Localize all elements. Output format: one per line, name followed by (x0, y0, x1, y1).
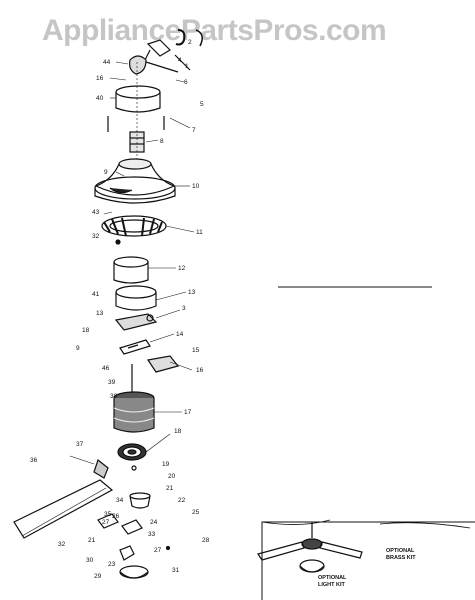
callout-14: 14 (176, 331, 184, 338)
callout-6-top: 6 (184, 79, 188, 86)
callout-16-top: 16 (96, 75, 104, 82)
watermark-text: AppliancePartsPros.com (42, 14, 387, 47)
callout-21: 21 (166, 485, 174, 492)
callout-16: 16 (196, 367, 204, 374)
callout-10: 10 (192, 183, 200, 190)
callout-8: 8 (160, 138, 164, 145)
callout-43: 43 (92, 209, 100, 216)
callout-30: 30 (86, 557, 94, 564)
callout-37: 37 (76, 441, 84, 448)
lower-housing-part[interactable] (129, 492, 151, 509)
blade-iron-part[interactable] (97, 513, 143, 535)
callout-39: 39 (108, 379, 116, 386)
switch-plate-part[interactable] (119, 339, 151, 355)
capacitor-part[interactable] (146, 355, 180, 373)
light-kit-label-line1: OPTIONAL (318, 575, 347, 581)
switch-cup-part[interactable] (119, 545, 149, 579)
callout-17: 17 (184, 409, 192, 416)
light-kit-label-line2: LIGHT KIT (318, 582, 346, 588)
brass-kit-label-line2: BRASS KIT (386, 555, 416, 561)
callout-46: 46 (102, 365, 110, 372)
callout-18: 18 (174, 428, 182, 435)
callout-23: 23 (108, 561, 116, 568)
callout-28: 28 (202, 537, 210, 544)
callout-4: 4 (178, 57, 182, 64)
callout-27: 27 (102, 519, 110, 526)
switch-housing-part[interactable] (115, 285, 157, 311)
upper-cylinder-part[interactable] (113, 256, 149, 284)
finial-part[interactable] (165, 545, 171, 551)
callout-26: 26 (112, 513, 120, 520)
callout-29: 29 (94, 573, 102, 580)
callout-31: 31 (172, 567, 180, 574)
washer-part[interactable] (131, 465, 137, 471)
callout-25: 25 (192, 509, 200, 516)
callout-41: 41 (92, 291, 100, 298)
spacer-part[interactable] (115, 239, 121, 245)
hanger-hook-part[interactable] (129, 29, 203, 75)
callout-32: 32 (92, 233, 100, 240)
fan-blade-part[interactable] (13, 458, 114, 539)
callout-22: 22 (178, 497, 186, 504)
bracket-part[interactable] (114, 313, 158, 331)
callout-2: 2 (188, 39, 192, 46)
callout-13-right: 13 (188, 289, 196, 296)
callout-33: 33 (148, 531, 156, 538)
callout-34: 34 (116, 497, 124, 504)
bearing-ring-part[interactable] (101, 215, 167, 237)
callout-18-upper: 18 (82, 327, 90, 334)
callout-24: 24 (150, 519, 158, 526)
callout-15: 15 (192, 347, 200, 354)
inset-fan-illustration (257, 519, 475, 600)
callout-19: 19 (162, 461, 170, 468)
callout-44: 44 (103, 59, 111, 66)
callout-12: 12 (178, 265, 186, 272)
flywheel-part[interactable] (117, 443, 147, 461)
callout-13-left: 13 (96, 310, 104, 317)
callout-35: 35 (104, 511, 112, 518)
callout-38-mid: 38 (110, 393, 118, 400)
callout-9: 9 (104, 169, 108, 176)
callout-36-blade: 36 (30, 457, 38, 464)
callout-20: 20 (168, 473, 176, 480)
callout-32-lower: 32 (58, 541, 66, 548)
callout-3: 3 (182, 305, 186, 312)
brass-kit-label-line1: OPTIONAL (386, 548, 415, 554)
motor-housing-top-part[interactable] (94, 158, 176, 204)
callout-7: 7 (192, 127, 196, 134)
callout-9-lower: 9 (76, 345, 80, 352)
callout-40: 40 (96, 95, 104, 102)
callout-11: 11 (196, 229, 203, 236)
canopy-part[interactable] (115, 85, 161, 113)
callout-21-lower: 21 (88, 537, 96, 544)
callout-5: 5 (200, 101, 204, 108)
callout-1: 1 (185, 63, 189, 70)
motor-part[interactable] (113, 391, 155, 433)
callout-27-lower: 27 (154, 547, 162, 554)
